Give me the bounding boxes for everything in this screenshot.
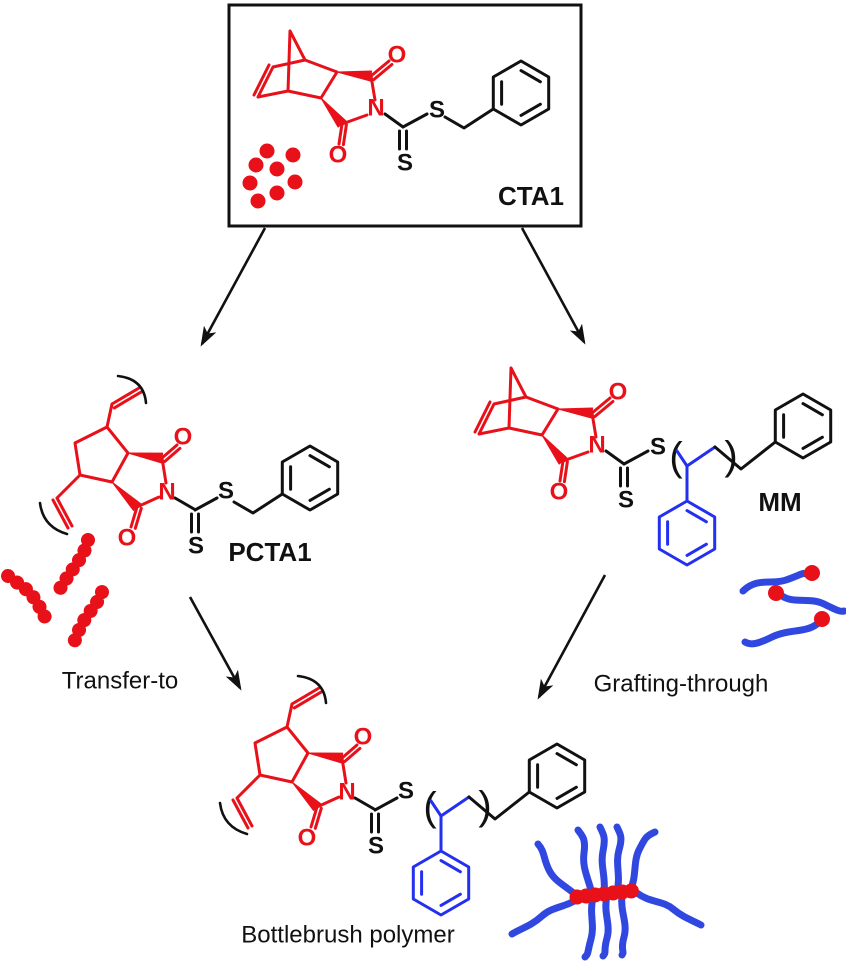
mm-label: MM xyxy=(758,487,801,517)
oxygen-label: O xyxy=(118,525,137,552)
bottlebrush-backbone xyxy=(569,882,648,905)
oxygen-label: O xyxy=(174,424,193,451)
cta1-label: CTA1 xyxy=(498,181,564,211)
bottlebrush-cartoon xyxy=(508,823,705,961)
vinyl-break-arc xyxy=(38,501,69,536)
monomer-dot xyxy=(269,161,285,177)
arrow-to-mm xyxy=(520,227,586,345)
bottlebrush-side-chain xyxy=(626,828,659,895)
benzyl-group xyxy=(232,444,340,515)
close-paren: ) xyxy=(724,434,737,478)
monomer-dot xyxy=(259,143,275,159)
black-bonds xyxy=(173,496,219,534)
blue-phenyl-ring xyxy=(657,499,717,567)
macromonomer-chain xyxy=(741,620,821,648)
oxygen-label: O xyxy=(329,142,348,169)
chain-end-dot xyxy=(804,565,820,581)
phenyl-ring xyxy=(491,59,551,127)
vinyl-break-arc xyxy=(116,374,148,405)
bottlebrush-side-chain xyxy=(633,889,705,929)
norbornene-imide-group xyxy=(473,366,668,515)
arrow-to-pcta1 xyxy=(200,227,267,347)
wedge-bond xyxy=(320,97,347,128)
wedge-bond xyxy=(336,70,373,82)
cta1-box xyxy=(227,3,583,228)
chain-end-dot xyxy=(814,611,830,627)
bottlebrush-side-chain xyxy=(599,892,612,960)
monomer-dot xyxy=(242,175,258,191)
nitrogen-label: N xyxy=(158,479,175,506)
sulfur-label: S xyxy=(218,478,234,505)
phenyl-double-bonds xyxy=(500,69,542,117)
ring-opened-imide-group xyxy=(218,674,416,861)
monomer-dot xyxy=(250,193,266,209)
pcta1-label: PCTA1 xyxy=(228,537,311,567)
sulfur-label: S xyxy=(188,533,204,560)
monomer-dot xyxy=(285,147,301,163)
styrene-chain-group xyxy=(411,742,587,917)
wedge-bond xyxy=(111,481,141,511)
red-bonds xyxy=(252,29,394,147)
macromonomer-cartoon xyxy=(739,565,846,648)
wedge-bond xyxy=(127,452,164,464)
transfer-to-label: Transfer-to xyxy=(62,668,178,695)
benzyl-bonds xyxy=(443,107,495,130)
open-paren: ( xyxy=(669,435,683,479)
polymer-bead-chains xyxy=(1,533,109,656)
sulfur-label: S xyxy=(397,150,413,177)
black-chain-bonds xyxy=(713,440,777,471)
arrow-pcta1-to-bottlebrush xyxy=(188,596,242,691)
sulfur-label: S xyxy=(429,97,445,124)
styrene-chain-group: ( ) xyxy=(657,392,833,567)
monomer-dots-cluster xyxy=(242,143,303,209)
blue-backbone-bonds xyxy=(675,445,717,503)
bottlebrush-side-chain xyxy=(613,823,625,896)
macromonomer-chain xyxy=(739,569,810,595)
bottlebrush-side-chain xyxy=(534,840,581,900)
polymer-bead-chain xyxy=(1,569,53,626)
arrow-mm-to-bottlebrush xyxy=(537,574,607,700)
benzyl-group xyxy=(443,59,551,130)
bottlebrush-side-chain xyxy=(581,893,597,961)
monomer-dot xyxy=(287,174,303,190)
bottlebrush-caption: Bottlebrush polymer xyxy=(241,922,454,949)
blue-phenyl-double-bonds xyxy=(666,509,708,557)
ring-opened-imide-group: O O N S S xyxy=(38,374,234,560)
polymer-bead-chain xyxy=(66,585,109,656)
grafting-through-label: Grafting-through xyxy=(594,671,769,698)
polymer-bead-chain xyxy=(51,533,95,599)
black-bonds xyxy=(383,112,429,151)
macromonomer-chain xyxy=(778,592,846,615)
black-phenyl-double-bonds xyxy=(782,402,824,450)
black-phenyl-ring xyxy=(773,392,833,460)
norbornene-imide-group: O O N S S xyxy=(252,29,445,177)
chain-end-dot xyxy=(768,585,784,601)
monomer-dot xyxy=(269,185,285,201)
bottlebrush-side-chain xyxy=(596,823,608,897)
oxygen-label: O xyxy=(388,42,407,69)
bottlebrush-side-chain xyxy=(508,894,583,938)
nitrogen-label: N xyxy=(367,95,384,122)
bottlebrush-side-chain xyxy=(618,891,629,959)
red-bonds xyxy=(51,386,182,530)
monomer-dot xyxy=(248,157,264,173)
bottlebrush-side-chain xyxy=(574,826,596,898)
